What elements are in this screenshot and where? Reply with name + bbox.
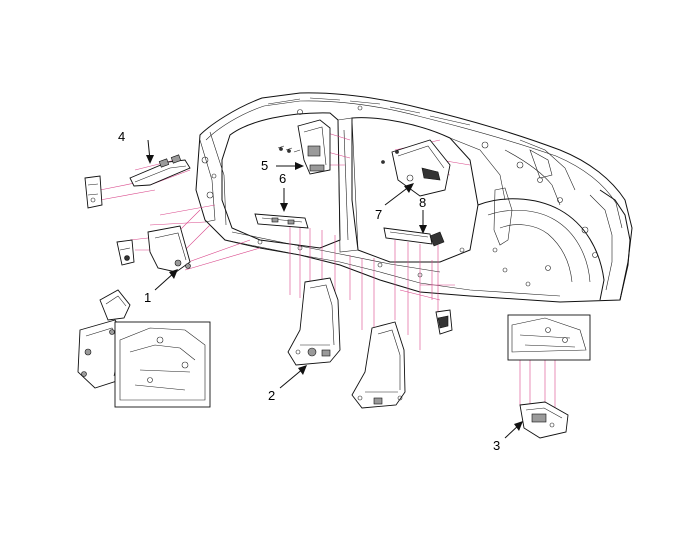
- side-bracket: [84, 175, 103, 209]
- part-6-scuff: [254, 213, 309, 229]
- part-2-trim-front: [287, 277, 341, 366]
- clip-bracket: [116, 239, 135, 266]
- callout-5-label: 5: [261, 158, 269, 173]
- callout-3-label: 3: [493, 438, 501, 453]
- part-5-trim: [277, 119, 331, 175]
- body-side-frame: [195, 92, 633, 303]
- callout-6-label: 6: [279, 171, 287, 186]
- small-bracket: [435, 309, 453, 335]
- part-1-trim: [147, 225, 191, 273]
- callout-7-label: 7: [375, 207, 383, 222]
- callout-arrows: [146, 139, 523, 439]
- frame-holes: [201, 105, 598, 287]
- callout-8-label: 8: [419, 195, 427, 210]
- part-2-trim-rear: [351, 321, 406, 409]
- inset-detail: [77, 289, 211, 408]
- rear-inset: [507, 314, 591, 361]
- callout-2-label: 2: [268, 388, 276, 403]
- part-7-trim: [381, 139, 451, 197]
- callout-1-label: 1: [144, 290, 152, 305]
- part-4-trim: [129, 154, 191, 187]
- part-3-trim: [519, 401, 569, 439]
- part-8-scuff: [383, 227, 445, 247]
- callout-4-label: 4: [118, 129, 126, 144]
